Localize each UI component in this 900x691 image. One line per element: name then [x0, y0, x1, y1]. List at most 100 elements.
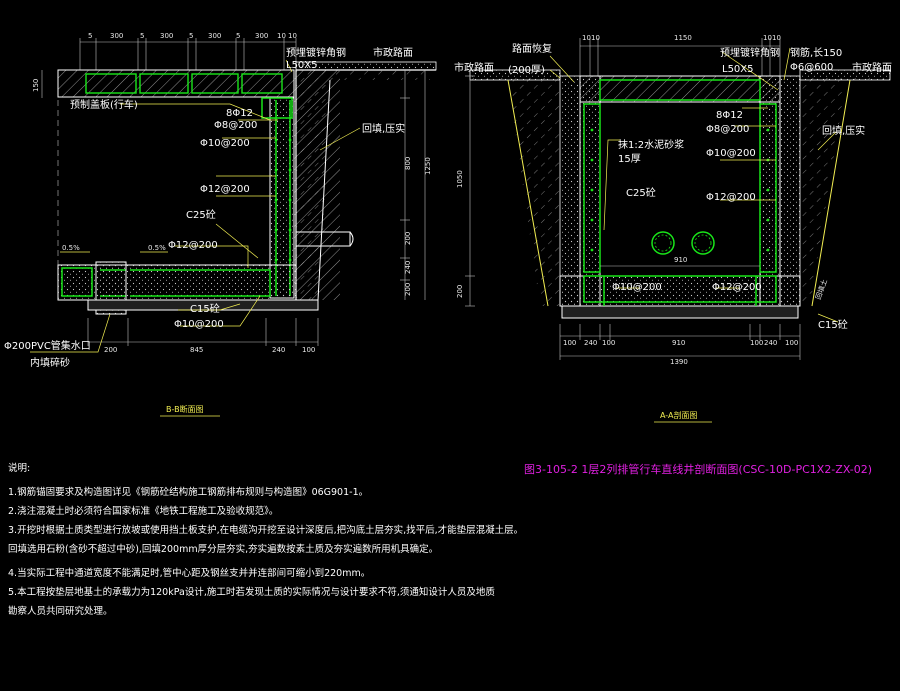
- b-rebar-12-200b: Φ12@200: [168, 240, 218, 251]
- b-bottom-dim-3: 100: [302, 346, 315, 354]
- a-rebar-10-200b: Φ10@200: [612, 282, 662, 293]
- b-slope-1: 0.5%: [62, 244, 80, 252]
- a-inner-dim: 910: [674, 256, 687, 264]
- b-c15-label: C15砼: [190, 302, 220, 315]
- b-right-dim-1250: 1250: [424, 157, 432, 175]
- a-mortar-label: 抹1:2水泥砂浆: [618, 138, 684, 151]
- b-caption: B-B断面图: [166, 404, 204, 414]
- b-pvc-label: Φ200PVC管集水口: [4, 339, 91, 352]
- a-leaders: [549, 47, 839, 323]
- b-pipe-stub: [295, 231, 351, 247]
- a-backfill-label: 回填,压实: [822, 124, 865, 137]
- b-right-dim-200b: 200: [404, 283, 412, 296]
- a-road-left-label: 市政路面: [454, 61, 494, 74]
- b-right-dim-200: 200: [404, 232, 412, 245]
- b-bottom-dim-1: 845: [190, 346, 203, 354]
- a-left-dim-1050: 1050: [456, 170, 464, 188]
- a-rebar-8-12: 8Φ12: [716, 110, 743, 121]
- a-strip-label: 钢筋,长150: [790, 46, 842, 59]
- b-top-dim-5: 300: [208, 32, 221, 40]
- a-road-right-label: 市政路面: [852, 61, 892, 74]
- a-bottom-dim-0: 100: [563, 339, 576, 347]
- a-slope-right: [811, 79, 851, 307]
- a-rebar-10-200: Φ10@200: [706, 148, 756, 159]
- section-a: 10 10 1150 10 10: [454, 34, 892, 423]
- a-rebar-12-200: Φ12@200: [706, 192, 756, 203]
- notes: 说明: 1.钢筋锚固要求及构造图详见《钢筋砼结构施工钢筋排布规则与构造图》06G…: [8, 462, 523, 617]
- a-restore-label: 路面恢复: [512, 42, 552, 55]
- a-pipe-right-inner: [694, 234, 712, 252]
- a-c15-label: C15砼: [818, 318, 848, 331]
- a-road-left: [469, 69, 561, 81]
- b-leaders: [30, 59, 361, 353]
- b-road-layer: [295, 61, 437, 71]
- b-right-dim-800: 800: [404, 157, 412, 170]
- a-c15-base: [561, 305, 799, 319]
- b-backfill-label: 回填,压实: [362, 122, 405, 135]
- note-line-4: 回填选用石粉(含砂不超过中砂),回填200mm厚分层夯实,夯实遍数按素土质及夯实…: [8, 543, 438, 555]
- note-line-1: 1.钢筋锚固要求及构造图详见《钢筋砼结构施工钢筋排布规则与构造图》06G901-…: [8, 486, 368, 498]
- drawing-title: 图3-105-2 1层2列排管行车直线井剖断面图(CSC-10D-PC1X2-Z…: [524, 462, 872, 476]
- a-bottom-slab: [559, 275, 801, 307]
- b-top-dim-9: 10: [288, 32, 297, 40]
- b-top-dim-0: 5: [88, 32, 92, 40]
- b-rebar-10-200b: Φ10@200: [174, 319, 224, 330]
- a-total-width: 1390: [670, 358, 688, 366]
- a-strip-label2: Φ6@600: [790, 62, 833, 73]
- b-left-dim: 150: [32, 79, 40, 92]
- a-pipe-left: [651, 231, 675, 255]
- b-right-dims-lines: [400, 70, 426, 300]
- section-b: 5 300 5 300 5 300 5 300 10 10 150: [4, 32, 437, 417]
- section-b-top-dims: [79, 38, 297, 70]
- note-line-5: 4.当实际工程中通道宽度不能满足时,管中心距及钢丝支并并连部间可缩小到220mm…: [8, 567, 370, 579]
- b-angle-label: 预埋镀锌角钢: [286, 46, 346, 59]
- a-pipe-left-inner: [654, 234, 672, 252]
- b-gravel-label: 内填碎砂: [30, 356, 70, 369]
- a-rebar-8-200: Φ8@200: [706, 124, 749, 135]
- a-top-dim-0: 10: [582, 34, 591, 42]
- a-rebar: [583, 79, 777, 306]
- a-mortar-thick: 15厚: [618, 153, 641, 165]
- b-backfill-area: [296, 70, 430, 300]
- b-top-dim-7: 300: [255, 32, 268, 40]
- b-top-dim-2: 5: [140, 32, 144, 40]
- a-pipe-right: [691, 231, 715, 255]
- b-wall-rebar: [261, 97, 293, 296]
- note-line-2: 2.浇注混凝土时必须符合国家标准《地铁工程施工及验收规范》。: [8, 505, 278, 517]
- b-road-label: 市政路面: [373, 46, 413, 59]
- a-caption: A-A剖面图: [660, 410, 697, 420]
- a-top-dim-2: 1150: [674, 34, 692, 42]
- a-left-dim-200: 200: [456, 285, 464, 298]
- a-bottom-dim-3: 910: [672, 339, 685, 347]
- a-c25-label: C25砼: [626, 186, 656, 199]
- a-rebar-12-200b: Φ12@200: [712, 282, 762, 293]
- note-line-6: 5.本工程按垫层地基土的承载力为120kPa设计,施工时若发现土质的实际情况与设…: [8, 586, 495, 598]
- b-rebar-10-200: Φ10@200: [200, 138, 250, 149]
- a-bottom-dim-4: 100: [750, 339, 763, 347]
- a-right-outer: [779, 75, 801, 307]
- b-cover-rebar: [85, 73, 283, 94]
- b-top-dim-4: 5: [189, 32, 193, 40]
- a-left-dims-lines: [465, 75, 475, 307]
- a-bottom-dim-6: 100: [785, 339, 798, 347]
- a-slope-left: [507, 79, 549, 307]
- b-top-dim-6: 5: [236, 32, 240, 40]
- b-bottom-dims-lines: [87, 318, 319, 346]
- b-right-dim-240: 240: [404, 261, 412, 274]
- b-rebar-8-200: Φ8@200: [214, 120, 257, 131]
- a-left-soil: [470, 76, 560, 306]
- a-bottom-dims-lines: [559, 324, 801, 360]
- b-wall-rebar-dots: [274, 138, 292, 262]
- a-top-dim-4: 10: [772, 34, 781, 42]
- a-left-outer: [559, 75, 581, 307]
- a-restore-thick: (200厚): [508, 64, 545, 76]
- b-top-dim-8: 10: [277, 32, 286, 40]
- b-angle-size: L50X5: [286, 60, 318, 71]
- b-slope-line: [317, 79, 331, 301]
- b-c25-label: C25砼: [186, 208, 216, 221]
- a-top-dims-lines: [579, 38, 781, 76]
- b-rebar-12-200: Φ12@200: [200, 184, 250, 195]
- b-cover-label: 预制盖板(行车): [70, 98, 138, 111]
- note-line-3: 3.开挖时根据土质类型进行放坡或使用挡土板支护,在电缆沟开挖至设计深度后,把沟底…: [8, 524, 523, 536]
